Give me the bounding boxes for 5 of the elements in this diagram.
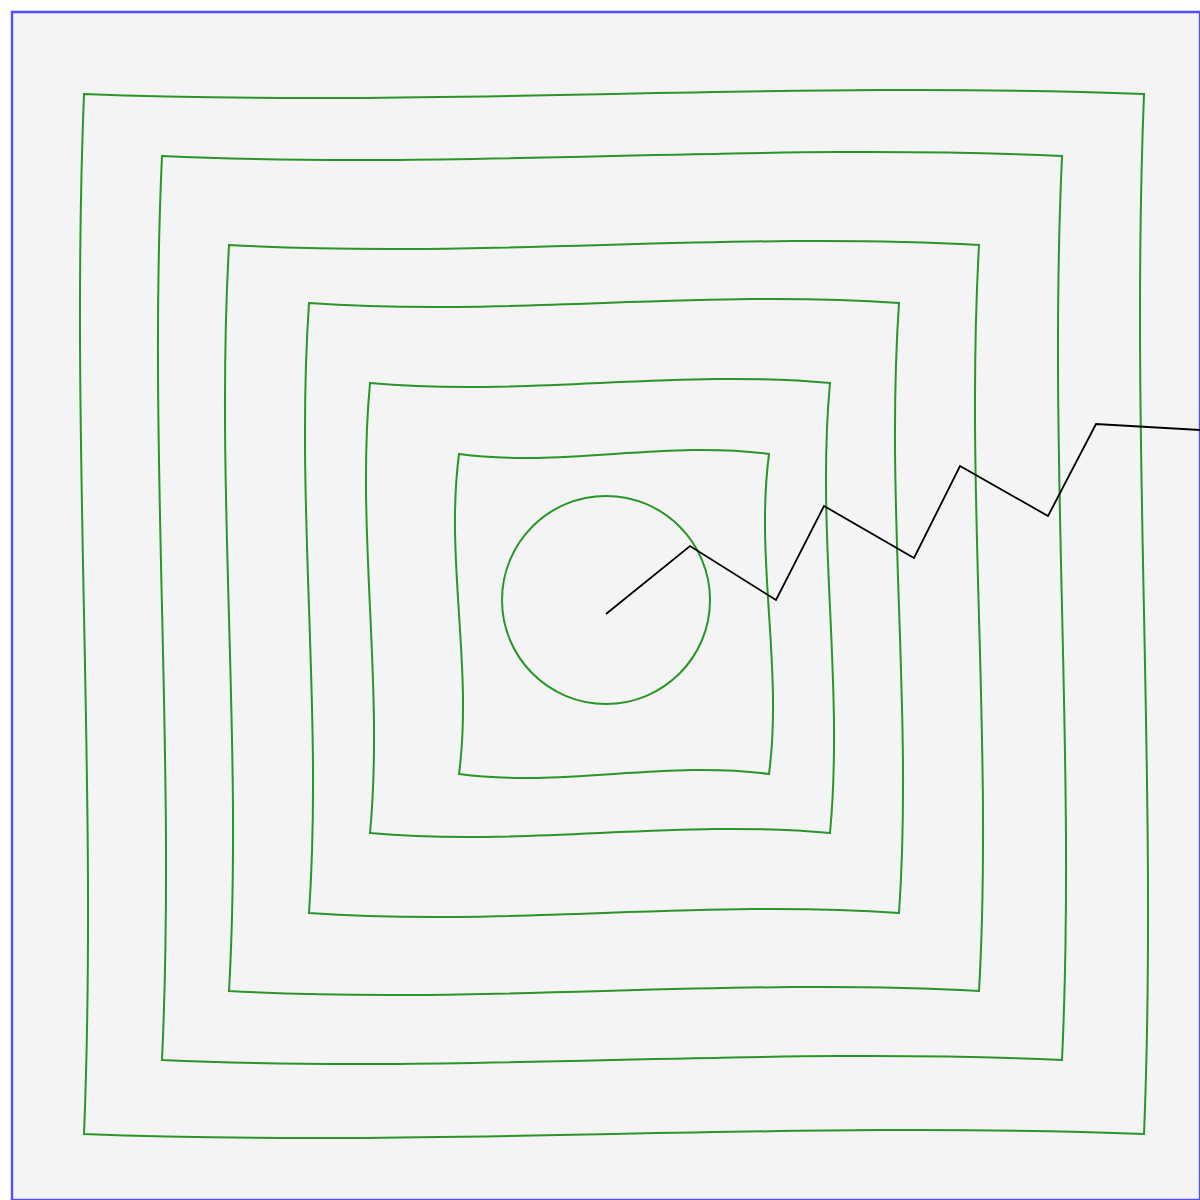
- wavy-square: [224, 240, 984, 996]
- wavy-square: [157, 151, 1067, 1065]
- wavy-square: [304, 298, 904, 918]
- wavy-square: [79, 89, 1149, 1139]
- circle: [501, 495, 711, 705]
